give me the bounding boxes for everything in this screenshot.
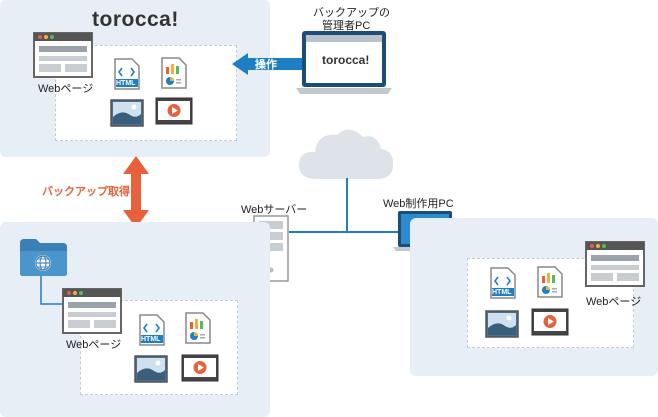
backup-chart-file-icon [185, 312, 211, 344]
html-file-label: HTML [116, 80, 136, 87]
webpage-icon [33, 32, 93, 78]
backup-webpage-icon [62, 288, 122, 334]
production-image-file-icon [485, 310, 519, 338]
web-production-pc-label: Web制作用PC [383, 198, 454, 210]
folder-connector [0, 0, 100, 320]
backup-video-file-icon [181, 354, 219, 382]
backup-html-file-icon [139, 314, 165, 346]
backup-retrieval-label: バックアップ取得 [42, 186, 130, 198]
operation-arrow [232, 51, 302, 77]
production-html-file-label: HTML [492, 289, 512, 296]
operation-label: 操作 [255, 59, 277, 71]
backup-retrieval-arrow [123, 156, 149, 228]
image-file-icon [110, 99, 144, 127]
backup-html-file-label: HTML [141, 336, 161, 343]
chart-file-icon [161, 57, 187, 89]
laptop-logo: torocca! [322, 53, 370, 67]
video-file-icon [155, 97, 193, 125]
backup-webpage-label: Webページ [66, 339, 122, 351]
backup-pc-label-1: バックアップの [313, 7, 390, 19]
production-html-file-icon [490, 267, 516, 299]
production-webpage-label: Webページ [586, 296, 642, 308]
torocca-logo: torocca! [92, 8, 179, 31]
backup-pc-label-2: 管理者PC [322, 20, 371, 32]
webpage-label: Webページ [38, 83, 94, 95]
web-server-label: Webサーバー [241, 204, 308, 216]
cloud-icon [297, 127, 395, 182]
production-video-file-icon [531, 308, 569, 336]
html-file-icon [114, 58, 140, 90]
laptop-icon [296, 30, 392, 96]
folder-globe-icon [19, 237, 69, 277]
production-webpage-icon [585, 241, 645, 287]
production-chart-file-icon [537, 266, 563, 298]
backup-image-file-icon [134, 355, 168, 383]
